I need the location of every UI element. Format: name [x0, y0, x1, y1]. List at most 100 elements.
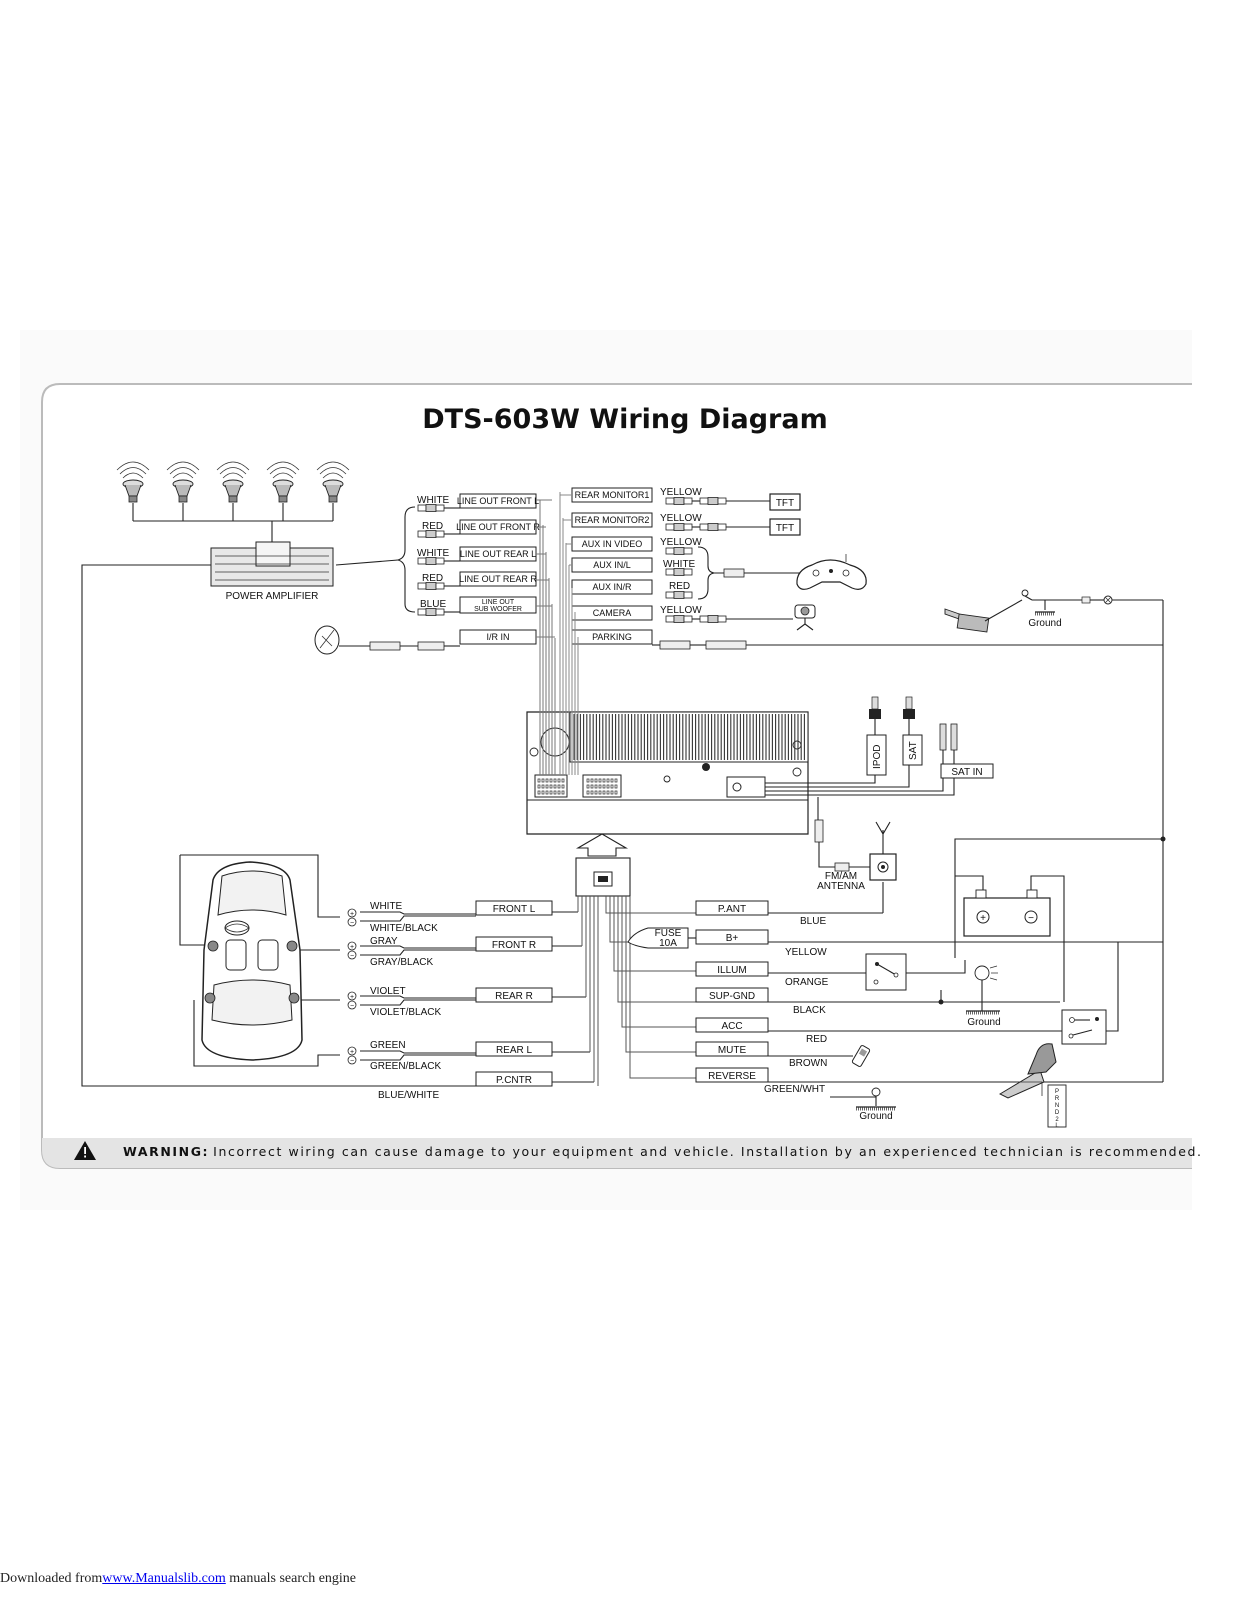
- aux-in-r: AUX IN/R RED: [571, 579, 693, 599]
- svg-text:R: R: [1055, 1096, 1060, 1102]
- power-amplifier-label: POWER AMPLIFIER: [226, 591, 319, 602]
- manualslib-link[interactable]: www.Manualslib.com: [102, 1571, 226, 1586]
- svg-text:BLUE/WHITE: BLUE/WHITE: [378, 1090, 439, 1101]
- svg-text:REAR L: REAR L: [496, 1045, 533, 1056]
- svg-text:VIOLET: VIOLET: [370, 986, 406, 997]
- ipod-sat-antenna: IPOD SAT SAT IN FM/: [765, 696, 994, 892]
- svg-text:Ground: Ground: [967, 1017, 1000, 1028]
- svg-text:GREEN: GREEN: [370, 1040, 406, 1051]
- svg-text:IPOD: IPOD: [872, 745, 883, 769]
- svg-text:B+: B+: [726, 933, 739, 944]
- speaker-rear-l: + − GREEN GREEN/BLACK REAR L: [347, 1040, 590, 1072]
- svg-text:−: −: [350, 1058, 354, 1065]
- wire-p-ant: P.ANT BLUE: [695, 882, 884, 927]
- warning-label: WARNING:: [123, 1144, 209, 1159]
- harness-arrow-icon: [575, 833, 631, 897]
- footer-suffix: manuals search engine: [225, 1571, 357, 1586]
- svg-text:GREEN/WHT: GREEN/WHT: [764, 1084, 825, 1095]
- rear-monitor2: REAR MONITOR2 YELLOW TFT: [571, 512, 801, 536]
- svg-text:REAR R: REAR R: [495, 991, 533, 1002]
- right-side-devices: + − Ground: [865, 838, 1163, 1129]
- sat-in-connector: SAT IN: [765, 723, 994, 796]
- svg-text:P.ANT: P.ANT: [718, 904, 746, 915]
- svg-text:LINE OUT FRONT L: LINE OUT FRONT L: [457, 496, 539, 506]
- svg-text:+: +: [350, 994, 354, 1001]
- gear-shifter-icon: [998, 1043, 1067, 1128]
- head-unit: [526, 492, 809, 897]
- wire-reverse: REVERSE GREEN/WHT: [695, 1067, 1163, 1095]
- amp-speakers: POWER AMPLIFIER: [116, 461, 350, 602]
- tft-monitor-icon: TFT: [769, 493, 801, 511]
- svg-text:BLUE: BLUE: [420, 599, 446, 610]
- svg-text:VIOLET/BLACK: VIOLET/BLACK: [370, 1007, 441, 1018]
- svg-text:WARNING:Incorrect wiring can c: WARNING: Incorrect wiring can cause damag…: [123, 1144, 1203, 1159]
- wire-acc: ACC RED: [695, 1017, 1062, 1045]
- svg-text:10A: 10A: [659, 938, 677, 949]
- bulb-icon: [1103, 595, 1113, 605]
- svg-text:P: P: [1055, 1089, 1059, 1095]
- svg-text:RED: RED: [806, 1034, 827, 1045]
- svg-text:YELLOW: YELLOW: [660, 537, 702, 548]
- phone-icon: [851, 1045, 871, 1067]
- rca-output-front-l: WHITE LINE OUT FRONT L: [417, 493, 539, 512]
- svg-text:RED: RED: [669, 581, 690, 592]
- svg-text:AUX IN VIDEO: AUX IN VIDEO: [582, 539, 643, 549]
- wire-illum: ILLUM ORANGE: [695, 961, 866, 988]
- car-icon: [201, 861, 303, 1061]
- svg-text:LINE OUT REAR R: LINE OUT REAR R: [459, 574, 537, 584]
- svg-text:WHITE: WHITE: [417, 548, 450, 559]
- battery-icon: + −: [963, 889, 1051, 937]
- svg-text:SAT: SAT: [908, 741, 919, 760]
- svg-text:−: −: [350, 953, 354, 960]
- svg-text:FRONT L: FRONT L: [493, 904, 536, 915]
- svg-text:AUX IN/L: AUX IN/L: [593, 560, 631, 570]
- p-cntr: P.CNTR BLUE/WHITE: [378, 1071, 594, 1101]
- svg-text:MUTE: MUTE: [718, 1045, 747, 1056]
- parking: PARKING: [571, 629, 1163, 650]
- ir-in: I/R IN: [314, 625, 537, 655]
- svg-text:SUB WOOFER: SUB WOOFER: [474, 606, 522, 613]
- wire-b-plus: B+ YELLOW: [695, 929, 1163, 958]
- svg-text:BROWN: BROWN: [789, 1058, 827, 1069]
- camera: CAMERA YELLOW: [571, 604, 816, 631]
- shift-pattern: P R N D 2 L: [1055, 1089, 1060, 1129]
- footer-prefix: Downloaded from: [0, 1571, 103, 1586]
- rca-output-subwoofer: BLUE LINE OUT SUB WOOFER: [417, 596, 537, 616]
- svg-text:SUP-GND: SUP-GND: [709, 991, 755, 1002]
- ignition-switch-icon: [1061, 1009, 1107, 1045]
- svg-text:WHITE/BLACK: WHITE/BLACK: [370, 923, 438, 934]
- svg-text:+: +: [980, 913, 986, 924]
- power-amplifier-icon: [210, 541, 334, 587]
- wire-sup-gnd: SUP-GND BLACK: [695, 987, 1060, 1016]
- bulb-icon: [871, 1087, 881, 1097]
- svg-text:WHITE: WHITE: [417, 495, 450, 506]
- car-speakers: + − WHITE WHITE/BLACK FRONT L + − GRAY G…: [179, 854, 599, 1101]
- svg-text:−: −: [350, 1003, 354, 1010]
- ground-symbol-icon: [966, 1010, 1000, 1015]
- svg-text:ANTENNA: ANTENNA: [817, 881, 865, 892]
- svg-text:REAR MONITOR1: REAR MONITOR1: [575, 490, 650, 500]
- sat-connector: SAT: [765, 696, 923, 788]
- svg-text:RED: RED: [422, 521, 443, 532]
- svg-text:LINE OUT FRONT R: LINE OUT FRONT R: [456, 522, 540, 532]
- rca-output-rear-r: RED LINE OUT REAR R: [417, 571, 537, 590]
- svg-text:FUSE: FUSE: [655, 928, 682, 939]
- svg-text:ILLUM: ILLUM: [717, 965, 746, 976]
- svg-text:SAT IN: SAT IN: [951, 767, 982, 778]
- svg-text:YELLOW: YELLOW: [660, 487, 702, 498]
- svg-text:TFT: TFT: [776, 498, 794, 509]
- parking-brake: Ground: [944, 589, 1166, 1082]
- svg-text:BLUE: BLUE: [800, 916, 826, 927]
- svg-text:ACC: ACC: [721, 1021, 742, 1032]
- svg-text:AUX IN/R: AUX IN/R: [592, 582, 632, 592]
- fuse: FUSE 10A: [627, 927, 696, 949]
- camera-icon: [794, 604, 816, 631]
- svg-text:REAR MONITOR2: REAR MONITOR2: [575, 515, 650, 525]
- svg-text:FRONT R: FRONT R: [492, 940, 536, 951]
- svg-text:RED: RED: [422, 573, 443, 584]
- svg-text:−: −: [350, 920, 354, 927]
- svg-text:FM/AM: FM/AM: [825, 871, 857, 882]
- svg-text:I/R IN: I/R IN: [486, 632, 509, 642]
- warning-text: Incorrect wiring can cause damage to you…: [213, 1144, 1202, 1159]
